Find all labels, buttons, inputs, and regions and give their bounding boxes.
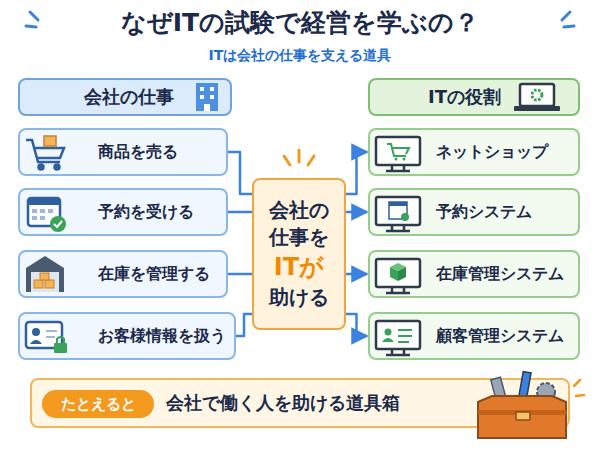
node-text: お客様情報を扱う	[98, 326, 226, 347]
cart-icon	[26, 136, 64, 170]
connector	[346, 211, 367, 214]
toolbox-icon	[478, 372, 584, 438]
system-box: 顧客管理システム	[368, 312, 580, 360]
connector	[228, 273, 252, 276]
system-box: 予約システム	[368, 188, 580, 236]
node-text: 会社で働く人を助ける道具箱	[166, 391, 400, 415]
task-box: お客様情報を扱う	[18, 312, 236, 360]
node-text: ネットショップ	[436, 142, 548, 163]
node-text: たとえると	[61, 395, 136, 414]
monitor-icons	[376, 137, 420, 355]
task-box: 商品を売る	[18, 128, 228, 176]
calendar-icon	[28, 198, 66, 232]
system-box: ネットショップ	[368, 128, 580, 176]
connector	[236, 314, 252, 336]
connector	[228, 211, 252, 214]
center-spark	[284, 150, 314, 165]
system-box: 在庫管理システム	[368, 250, 580, 298]
connector	[228, 152, 252, 194]
section-header: ITの役割	[368, 78, 580, 116]
center-text: 会社の 仕事を	[265, 197, 333, 251]
laptop-icon	[514, 84, 560, 111]
center-text: 助ける	[265, 284, 333, 311]
metaphor-band: 会社で働く人を助ける道具箱 たとえると	[30, 378, 570, 428]
metaphor-tag: たとえると	[42, 390, 154, 418]
customer-card-icon	[26, 322, 67, 353]
warehouse-icon	[26, 256, 64, 292]
title: なぜITの試験で経営を学ぶの？	[0, 6, 600, 39]
center-box: 会社の 仕事をITが助ける	[252, 178, 346, 330]
center-text: ITが	[258, 251, 340, 283]
node-text: 在庫管理システム	[436, 264, 564, 285]
connector	[346, 152, 367, 194]
task-box: 在庫を管理する	[18, 250, 228, 298]
node-text: 商品を売る	[98, 142, 178, 163]
section-header: 会社の仕事	[18, 78, 232, 116]
connector	[346, 273, 367, 276]
building-icon	[196, 83, 218, 111]
node-text: ITの役割	[428, 85, 501, 109]
node-text: 顧客管理システム	[436, 326, 564, 347]
node-text: 予約システム	[436, 202, 532, 223]
subtitle: ITは会社の仕事を支える道具	[0, 47, 600, 65]
monitor-screens	[382, 144, 412, 342]
node-text: 予約を受ける	[98, 202, 194, 223]
node-text: 会社の仕事	[84, 85, 174, 109]
connector	[346, 314, 367, 336]
task-box: 予約を受ける	[18, 188, 228, 236]
node-text: 在庫を管理する	[98, 264, 210, 285]
